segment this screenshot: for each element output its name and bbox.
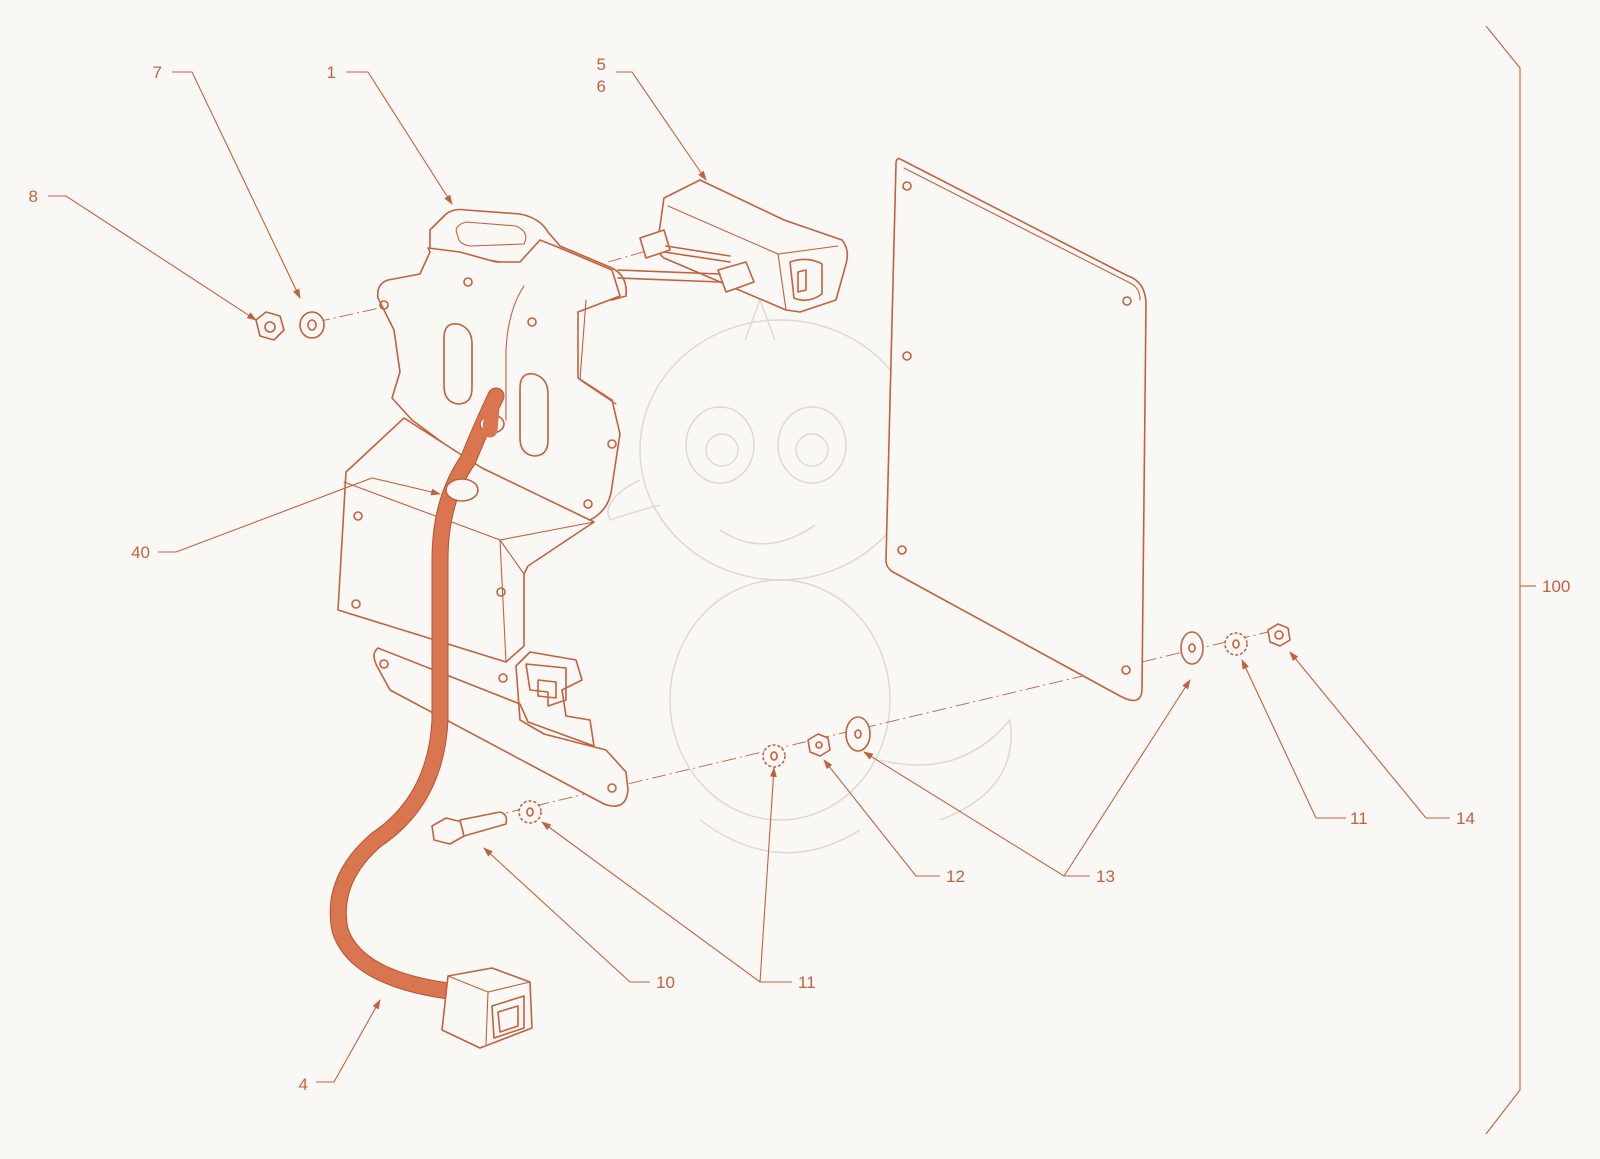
flat-washer-7 [299, 311, 325, 339]
cable-clip-lower [445, 478, 479, 502]
callout-12: 12 [946, 867, 965, 886]
callout-5: 5 [597, 55, 606, 74]
callout-labels: 1 4 5 6 7 8 10 11 11 12 13 14 40 100 [29, 55, 1571, 1094]
callout-6: 6 [597, 77, 606, 96]
main-bracket [337, 208, 629, 807]
cable-harness [329, 387, 533, 1049]
hex-nut-14 [1267, 623, 1291, 647]
callout-14: 14 [1456, 809, 1475, 828]
dragon-watermark-icon [607, 298, 1012, 854]
callout-10: 10 [656, 973, 675, 992]
callout-4: 4 [299, 1075, 308, 1094]
callout-11-lower: 11 [798, 973, 816, 992]
hex-nut-8 [255, 311, 285, 341]
flat-washer-13a [845, 716, 871, 752]
hardware [255, 311, 1291, 845]
lock-washer-11b [762, 744, 786, 768]
callout-40: 40 [131, 543, 150, 562]
callout-7: 7 [153, 63, 162, 82]
callout-8: 8 [29, 187, 38, 206]
callout-100: 100 [1542, 577, 1570, 596]
callout-11-right: 11 [1350, 809, 1368, 828]
hex-nut-12 [807, 733, 831, 757]
lock-washer-11c [1224, 632, 1248, 656]
hex-bolt-10 [431, 811, 508, 845]
light-housing [617, 179, 849, 313]
lock-washer-11a [518, 800, 542, 824]
flat-washer-13b [1180, 631, 1204, 665]
leader-lines [48, 25, 1536, 1135]
connector [441, 967, 533, 1049]
callout-1: 1 [327, 63, 336, 82]
callout-13: 13 [1096, 867, 1115, 886]
license-plate [885, 157, 1147, 702]
